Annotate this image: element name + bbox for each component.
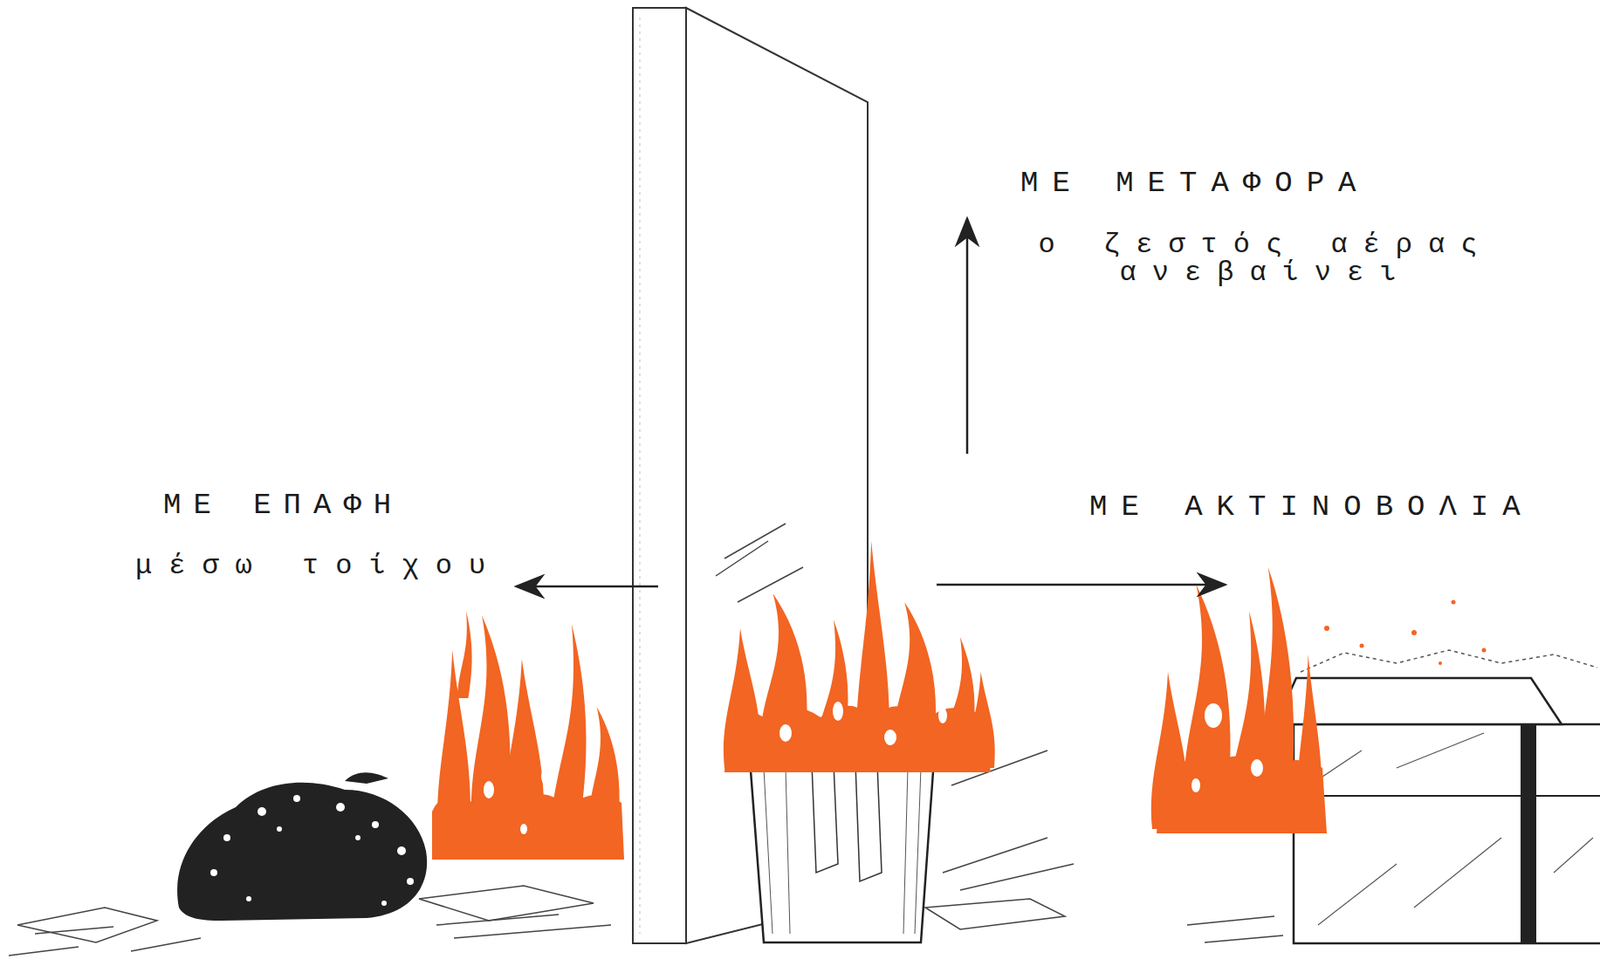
paper [715,523,804,603]
label: ΜΕ ΕΠΑΦΗ [163,490,404,521]
pile-tip [344,772,389,784]
arrow-radiation [936,583,1225,587]
box-body [1293,724,1600,944]
box-seam [1293,795,1600,797]
flame-holes [1191,703,1264,793]
fire-right [1151,567,1487,834]
flame-holes [483,769,550,835]
sparks [1324,600,1487,667]
box-lid [1275,678,1562,725]
paper [418,885,594,921]
label: ο ζεστός αέρας ανεβαίνει [1012,231,1519,288]
wastebasket [749,759,934,943]
flame-base [724,706,991,774]
box-top-papers [1300,650,1598,673]
label: ΜΕ ΑΚΤΙΝΟΒΟΛΙΑ [1089,492,1535,522]
basket-body [749,759,934,943]
basket-hatch [763,763,921,934]
arrow-convection [966,219,969,454]
paper [8,927,201,956]
flame-base [1156,755,1327,834]
box-hatch [1309,733,1594,926]
flame [457,611,473,699]
ground-papers [8,523,1284,956]
paper [1187,916,1284,943]
burnt-pile [177,772,427,921]
flame-holes [779,701,948,746]
flame-base [432,794,625,860]
box-tape [1520,724,1537,944]
fire-center [723,541,996,773]
label: μέσω τοίχου [135,552,502,581]
wall-texture [639,17,641,934]
heat-arrows [516,219,1225,587]
pile-holes [210,795,414,907]
paper [436,914,612,939]
pile [177,782,427,921]
wall-front [632,7,687,944]
fire-left [432,611,625,860]
paper [925,899,1065,930]
label: ΜΕ ΜΕΤΑΦΟΡΑ [1020,168,1370,199]
arrow-conduction [516,585,659,589]
paper [17,907,158,943]
